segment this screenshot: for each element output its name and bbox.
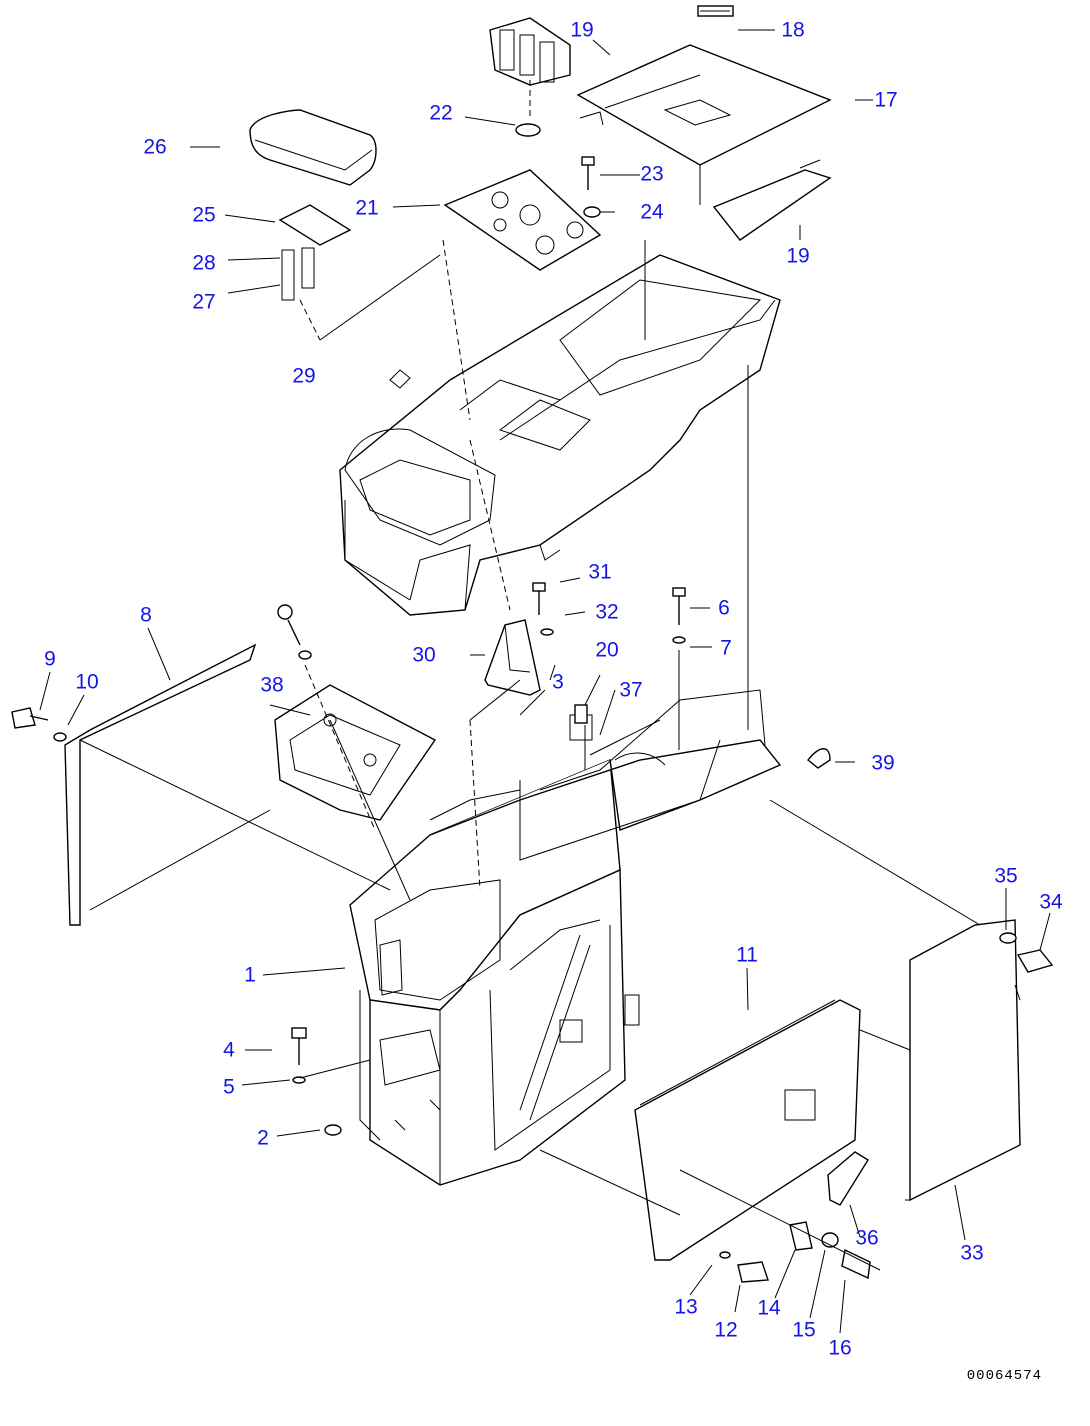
leader-lines [39, 29, 1051, 1334]
callout-3: 3 [552, 670, 564, 694]
callout-25: 25 [192, 203, 216, 227]
side-cover-right [634, 999, 861, 1261]
callout-6: 6 [718, 596, 730, 620]
callout-7: 7 [720, 636, 732, 660]
rear-cover [909, 919, 1021, 1202]
callout-13: 13 [674, 1295, 698, 1319]
callout-8: 8 [140, 603, 152, 627]
assembly-lines [79, 80, 1021, 1271]
switch-plate [443, 169, 602, 271]
callout-28: 28 [192, 251, 216, 275]
callout-21: 21 [355, 196, 379, 220]
callout-38: 38 [260, 673, 284, 697]
callout-5: 5 [223, 1075, 235, 1099]
callout-1: 1 [244, 963, 256, 987]
upper-console [339, 254, 781, 616]
callout-14: 14 [757, 1296, 781, 1320]
callout-10: 10 [75, 670, 99, 694]
callout-29: 29 [292, 364, 316, 388]
callout-19-lower: 19 [786, 244, 810, 268]
callout-19-upper: 19 [570, 18, 594, 42]
callout-35: 35 [994, 864, 1018, 888]
callout-31: 31 [588, 560, 612, 584]
plate-38 [274, 684, 437, 821]
callout-22: 22 [429, 101, 453, 125]
drawing-code: 00064574 [966, 1368, 1042, 1384]
callout-11: 11 [736, 943, 758, 967]
callout-36: 36 [855, 1226, 879, 1250]
callout-27: 27 [192, 290, 216, 314]
console-frame [349, 689, 782, 1186]
callout-17: 17 [874, 88, 898, 112]
armrest [249, 109, 377, 301]
callout-39: 39 [871, 751, 895, 775]
callout-30: 30 [412, 643, 436, 667]
callout-23: 23 [640, 162, 664, 186]
callout-32: 32 [595, 600, 619, 624]
callout-16: 16 [828, 1336, 852, 1360]
callout-2: 2 [257, 1126, 269, 1150]
callout-24: 24 [640, 200, 664, 224]
bracket-30 [484, 619, 541, 696]
callout-34: 34 [1039, 890, 1063, 914]
fasteners [11, 156, 1054, 1283]
callout-18: 18 [781, 18, 805, 42]
callout-15: 15 [792, 1318, 816, 1342]
callout-9: 9 [44, 647, 56, 671]
callout-33: 33 [960, 1241, 984, 1265]
lid-assembly [576, 5, 832, 241]
callout-20: 20 [595, 638, 619, 662]
callout-4: 4 [223, 1038, 235, 1062]
callout-37: 37 [619, 678, 643, 702]
callout-12: 12 [714, 1318, 738, 1342]
side-cover-left [64, 643, 257, 926]
switch-assembly [489, 17, 571, 137]
callout-26: 26 [143, 135, 167, 159]
handle-36 [827, 1151, 869, 1206]
